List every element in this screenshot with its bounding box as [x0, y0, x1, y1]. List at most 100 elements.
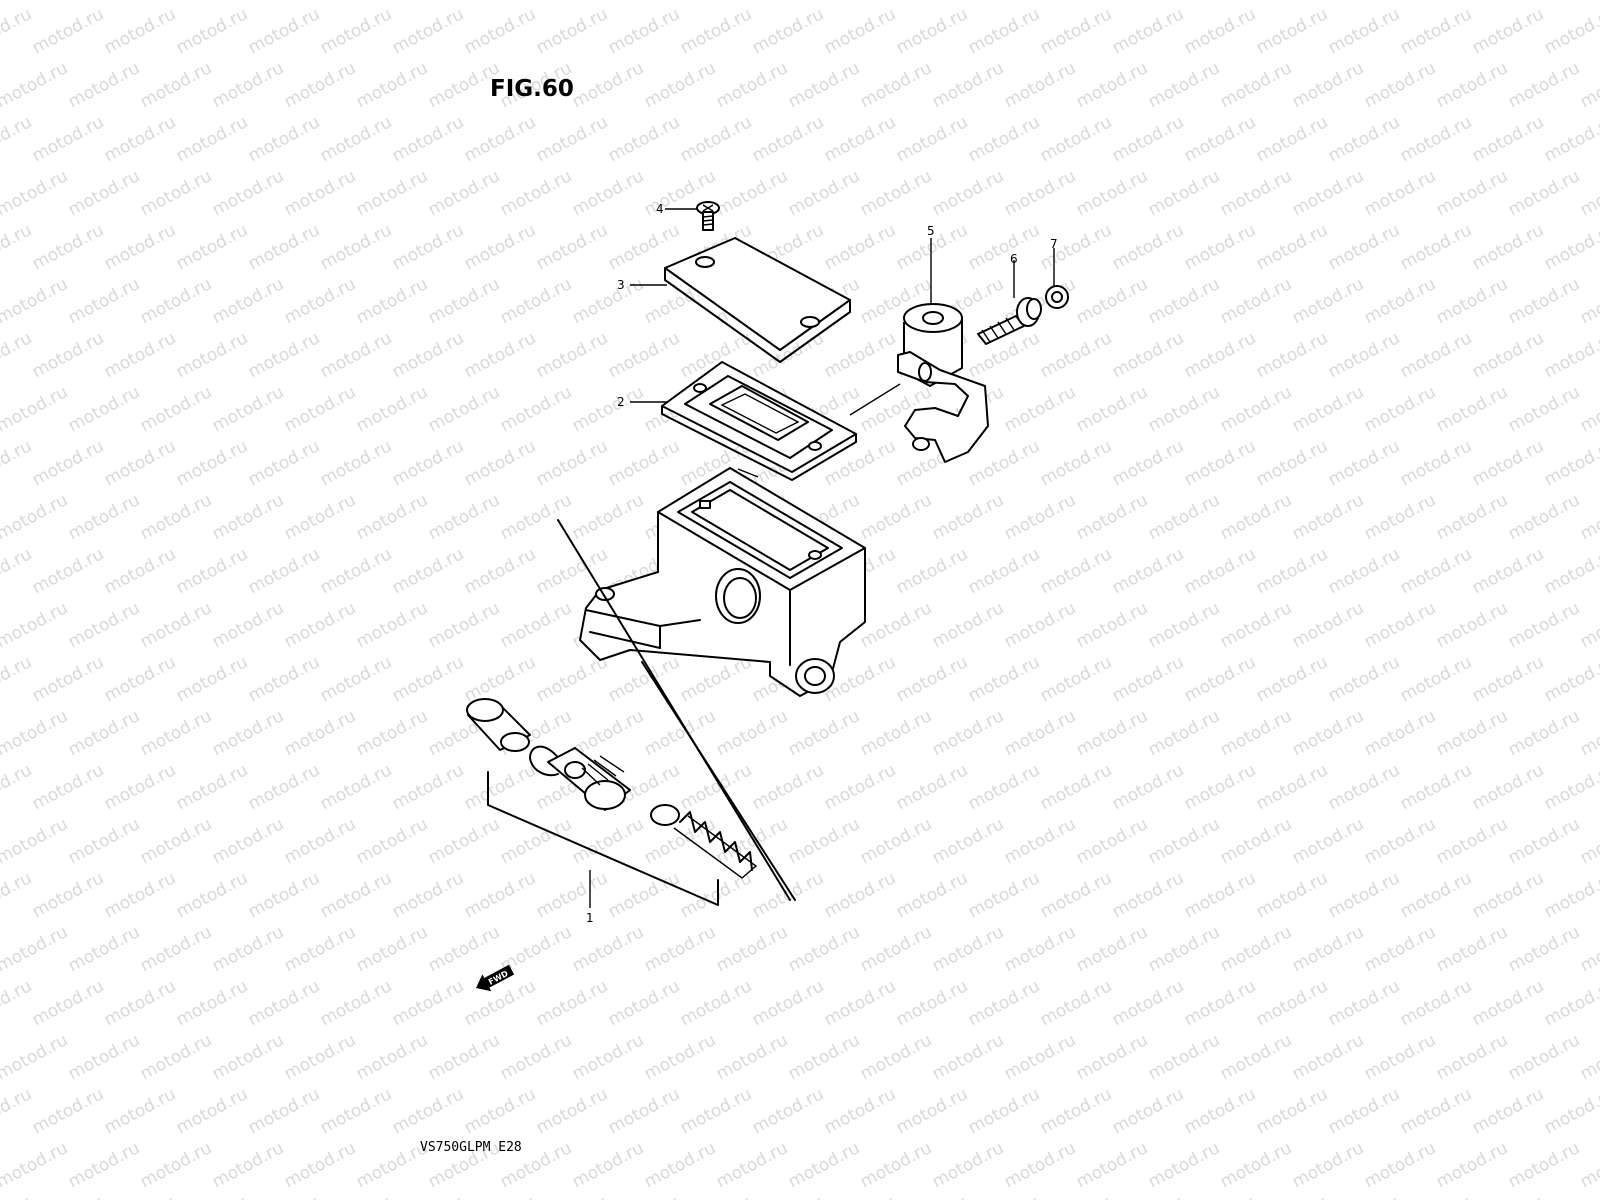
watermark-text: motod.ru: [1325, 1084, 1403, 1138]
watermark-text: motod.ru: [245, 436, 323, 490]
watermark-text: motod.ru: [101, 652, 179, 706]
watermark-text: motod.ru: [1181, 544, 1259, 598]
watermark-text: motod.ru: [1469, 652, 1547, 706]
watermark-text: motod.ru: [29, 112, 107, 166]
watermark-text: motod.ru: [0, 274, 71, 328]
part-5-clamp[interactable]: [897, 303, 989, 463]
watermark-text: motod.ru: [533, 868, 611, 922]
watermark-text: motod.ru: [173, 328, 251, 382]
watermark-text: motod.ru: [461, 220, 539, 274]
watermark-text: motod.ru: [137, 1138, 215, 1192]
callout-4: 4: [656, 202, 664, 216]
callout-6: 6: [1010, 252, 1018, 266]
watermark-text: motod.ru: [1217, 274, 1295, 328]
watermark-text: motod.ru: [65, 922, 143, 976]
watermark-text: motod.ru: [461, 1084, 539, 1138]
watermark-text: motod.ru: [1397, 112, 1475, 166]
watermark-text: motod.ru: [1469, 544, 1547, 598]
watermark-text: motod.ru: [281, 382, 359, 436]
watermark-text: motod.ru: [281, 1030, 359, 1084]
watermark-text: motod.ru: [929, 0, 1007, 4]
part-3-cap[interactable]: [664, 237, 851, 363]
watermark-text: motod.ru: [929, 1030, 1007, 1084]
watermark-text: motod.ru: [173, 976, 251, 1030]
watermark-text: motod.ru: [1289, 1030, 1367, 1084]
watermark-text: motod.ru: [1577, 814, 1600, 868]
watermark-text: motod.ru: [1145, 274, 1223, 328]
watermark-text: motod.ru: [389, 868, 467, 922]
watermark-text: motod.ru: [1361, 598, 1439, 652]
watermark-text: motod.ru: [1433, 1030, 1511, 1084]
watermark-text: motod.ru: [785, 706, 863, 760]
watermark-text: motod.ru: [1217, 490, 1295, 544]
watermark-text: motod.ru: [0, 436, 35, 490]
watermark-text: motod.ru: [281, 166, 359, 220]
watermark-text: motod.ru: [713, 1030, 791, 1084]
watermark-text: motod.ru: [353, 58, 431, 112]
watermark-text: motod.ru: [533, 1192, 611, 1200]
watermark-text: motod.ru: [1109, 1084, 1187, 1138]
watermark-text: motod.ru: [1325, 112, 1403, 166]
watermark-text: motod.ru: [0, 706, 71, 760]
watermark-text: motod.ru: [389, 976, 467, 1030]
part-2-diaphragm[interactable]: [661, 361, 857, 481]
watermark-text: motod.ru: [0, 328, 35, 382]
watermark-text: motod.ru: [965, 436, 1043, 490]
watermark-text: motod.ru: [317, 436, 395, 490]
watermark-text: motod.ru: [569, 814, 647, 868]
watermark-text: motod.ru: [1001, 1138, 1079, 1192]
watermark-text: motod.ru: [677, 112, 755, 166]
watermark-text: motod.ru: [65, 814, 143, 868]
watermark-text: motod.ru: [1253, 328, 1331, 382]
watermark-text: motod.ru: [497, 1030, 575, 1084]
part-1-piston-kit[interactable]: [466, 698, 758, 906]
watermark-text: motod.ru: [569, 1138, 647, 1192]
watermark-text: motod.ru: [1073, 58, 1151, 112]
watermark-text: motod.ru: [1577, 274, 1600, 328]
watermark-text: motod.ru: [1109, 436, 1187, 490]
part-7-washer[interactable]: [1045, 285, 1069, 309]
watermark-text: motod.ru: [1181, 1084, 1259, 1138]
watermark-text: motod.ru: [1577, 598, 1600, 652]
watermark-text: motod.ru: [1325, 436, 1403, 490]
watermark-text: motod.ru: [821, 112, 899, 166]
watermark-text: motod.ru: [1037, 868, 1115, 922]
watermark-text: motod.ru: [461, 760, 539, 814]
watermark-text: motod.ru: [677, 976, 755, 1030]
watermark-text: motod.ru: [281, 0, 359, 4]
watermark-text: motod.ru: [1253, 4, 1331, 58]
watermark-text: motod.ru: [929, 922, 1007, 976]
watermark-text: motod.ru: [209, 166, 287, 220]
watermark-text: motod.ru: [1397, 1084, 1475, 1138]
watermark-text: motod.ru: [1217, 382, 1295, 436]
watermark-text: motod.ru: [29, 1192, 107, 1200]
watermark-text: motod.ru: [29, 328, 107, 382]
watermark-text: motod.ru: [425, 490, 503, 544]
watermark-text: motod.ru: [1073, 0, 1151, 4]
watermark-text: motod.ru: [173, 436, 251, 490]
watermark-text: motod.ru: [1433, 0, 1511, 4]
part-6-bolt[interactable]: [977, 297, 1042, 345]
watermark-text: motod.ru: [1505, 1138, 1583, 1192]
part-4-screw[interactable]: [696, 201, 720, 231]
watermark-text: motod.ru: [1109, 652, 1187, 706]
watermark-text: motod.ru: [605, 868, 683, 922]
watermark-text: motod.ru: [1469, 4, 1547, 58]
watermark-text: motod.ru: [1577, 706, 1600, 760]
master-cylinder-body[interactable]: [579, 467, 866, 697]
watermark-text: motod.ru: [641, 706, 719, 760]
watermark-text: motod.ru: [1433, 490, 1511, 544]
watermark-text: motod.ru: [929, 58, 1007, 112]
watermark-text: motod.ru: [137, 706, 215, 760]
watermark-text: motod.ru: [893, 976, 971, 1030]
watermark-text: motod.ru: [1397, 436, 1475, 490]
watermark-text: motod.ru: [821, 1192, 899, 1200]
watermark-text: motod.ru: [749, 760, 827, 814]
watermark-text: motod.ru: [533, 436, 611, 490]
watermark-text: motod.ru: [1289, 922, 1367, 976]
watermark-text: motod.ru: [1541, 1084, 1600, 1138]
watermark-text: motod.ru: [1361, 1030, 1439, 1084]
watermark-text: motod.ru: [173, 652, 251, 706]
watermark-text: motod.ru: [965, 868, 1043, 922]
